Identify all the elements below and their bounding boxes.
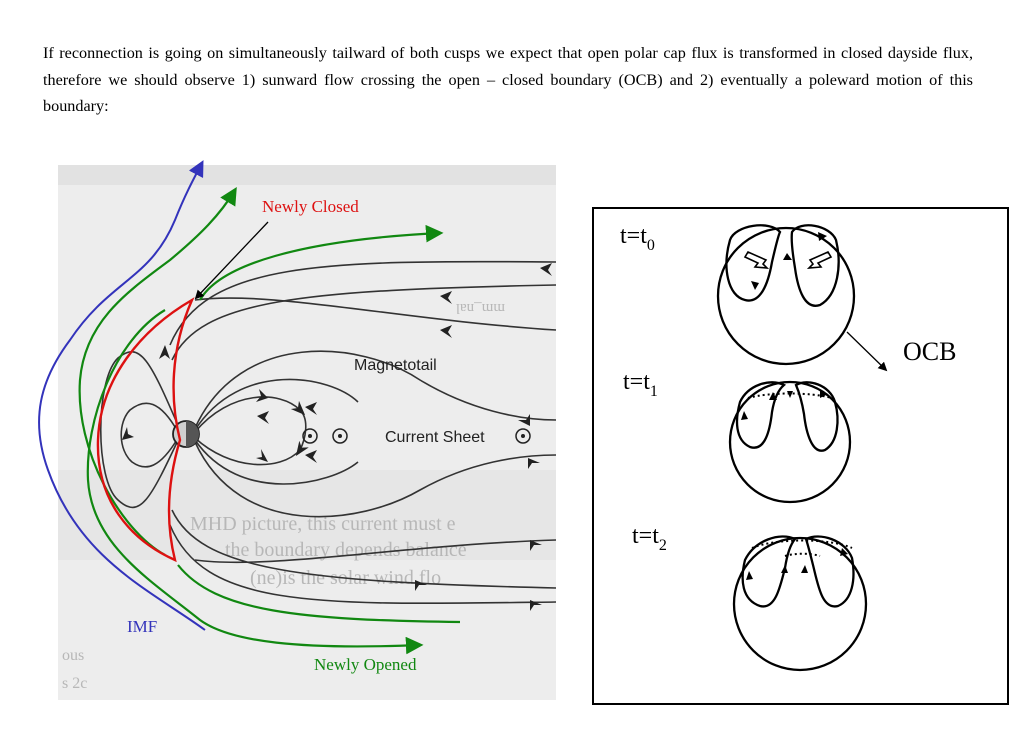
current-dot-1 (308, 434, 312, 438)
label-ocb: OCB (903, 337, 956, 366)
field-line-day-innermost (120, 402, 179, 468)
arrowhead-3 (256, 449, 268, 462)
current-symbol-2 (332, 428, 348, 444)
field-line-night-5 (194, 441, 557, 518)
field-line-tail-bot-2 (169, 524, 557, 605)
arrowhead-t0-b (751, 281, 759, 290)
current-symbols (302, 428, 531, 444)
arrowhead-t0-c (783, 253, 792, 260)
circle-t2 (732, 536, 868, 672)
arrowhead-13 (415, 580, 427, 591)
newly-opened-lines (78, 186, 461, 655)
field-lines (100, 260, 557, 605)
newly-closed-line (96, 297, 195, 563)
label-magnetotail: Magnetotail (354, 357, 437, 374)
label-imf: IMF (127, 617, 157, 636)
field-line-day-inner (100, 351, 181, 509)
arrowhead-t1-c (820, 390, 828, 398)
arrowhead-2 (256, 389, 268, 402)
loop-arrowheads-t0 (751, 232, 827, 290)
field-line-tail-bot-1 (171, 509, 557, 589)
loop-t0-left (725, 224, 782, 302)
arrowhead-t2-c (801, 565, 808, 573)
circle-t0 (716, 226, 856, 366)
field-line-night-2 (194, 378, 359, 431)
arrowhead-t2-a (746, 571, 753, 580)
scan-ghost-line-2: MHD picture, this current must e (190, 513, 456, 535)
loop-arrowheads-t2 (746, 548, 848, 580)
arrowhead-t1-d (787, 391, 793, 398)
current-dot-2 (338, 434, 342, 438)
green-line-bottom-inner (177, 564, 461, 624)
arrowhead-t1-a (741, 411, 748, 420)
arrowhead-8 (540, 263, 552, 276)
panel-border (592, 207, 1009, 705)
loop-t2-left (741, 535, 797, 608)
arrowhead-11 (530, 540, 542, 551)
arrowhead-15 (122, 427, 134, 440)
circle-t1 (728, 380, 852, 504)
flow-arrows-t0 (743, 250, 833, 269)
field-line-tail-top-2 (169, 260, 557, 346)
current-symbol-1 (302, 428, 318, 444)
scan-background-top-band (58, 165, 556, 185)
imf-line (38, 160, 206, 631)
green-line-top-inner (199, 224, 444, 301)
label-current-sheet: Current Sheet (385, 429, 485, 446)
label-newly-opened: Newly Opened (314, 655, 417, 674)
loop-t0-right (790, 224, 840, 307)
field-line-tail-bot-3 (194, 539, 557, 564)
magnetosphere-diagram: mm_nal MHD picture, this current must e … (38, 160, 557, 700)
polar-cap-t2 (732, 535, 868, 672)
hollow-arrow-t0-right (806, 250, 833, 269)
loop-arrowheads-t1 (741, 390, 828, 420)
loop-t1-right (794, 381, 839, 452)
ocb-pointer (846, 331, 888, 372)
arrowhead-12 (530, 600, 542, 611)
arrowhead-5 (305, 450, 317, 463)
field-line-tail-top-3 (194, 297, 557, 331)
arrowhead-7 (440, 291, 452, 304)
loop-t2-right (804, 535, 855, 608)
arrowhead-4 (305, 402, 317, 415)
arrowhead-9 (518, 414, 530, 426)
time-label-t0: t=t0 (620, 223, 655, 254)
arrowhead-6 (440, 325, 452, 338)
scan-ghost-line-1: mm_nal (456, 300, 505, 316)
current-symbol-3 (515, 428, 531, 444)
time-label-t2: t=t2 (632, 523, 667, 554)
scan-ghost-line-6: s 2c (62, 675, 87, 692)
field-line-night-3 (194, 439, 359, 485)
polar-cap-t1 (728, 380, 852, 504)
current-symbol-dots (308, 434, 525, 438)
field-line-arrowheads (122, 263, 552, 611)
arrowhead-t2-b (781, 565, 788, 573)
newly-closed-pointer (194, 221, 269, 300)
polar-cap-t0 (716, 224, 856, 366)
field-line-night-4 (194, 350, 557, 429)
intro-paragraph: If reconnection is going on simultaneous… (43, 44, 973, 115)
ocb-evolution-panel: t=t0 t=t1 t=t2 OCB (592, 207, 1009, 705)
green-line-top-outer (78, 186, 237, 556)
scan-ghost-line-5: ous (62, 647, 84, 664)
arrowhead-14 (159, 345, 170, 359)
green-line-bottom-outer (86, 309, 424, 655)
arrowhead-t0-a (818, 232, 827, 241)
ocb-dotted-t2-lower (784, 552, 821, 557)
field-line-tail-top-1 (171, 284, 557, 361)
arrowhead-t1-b (769, 392, 777, 400)
arrowhead-1 (257, 411, 269, 424)
loop-t1-left (735, 381, 787, 449)
ocb-dotted-t2-upper (751, 539, 853, 549)
arrowhead-10 (528, 458, 540, 469)
current-dot-3 (521, 434, 525, 438)
earth-night-side (186, 421, 199, 447)
label-newly-closed: Newly Closed (262, 197, 359, 216)
arrowhead-t2-d (840, 548, 848, 556)
time-label-t1: t=t1 (623, 369, 658, 400)
hollow-arrow-t0-left (743, 250, 770, 269)
scan-ghost-line-3: the boundary depends balance (225, 539, 467, 561)
